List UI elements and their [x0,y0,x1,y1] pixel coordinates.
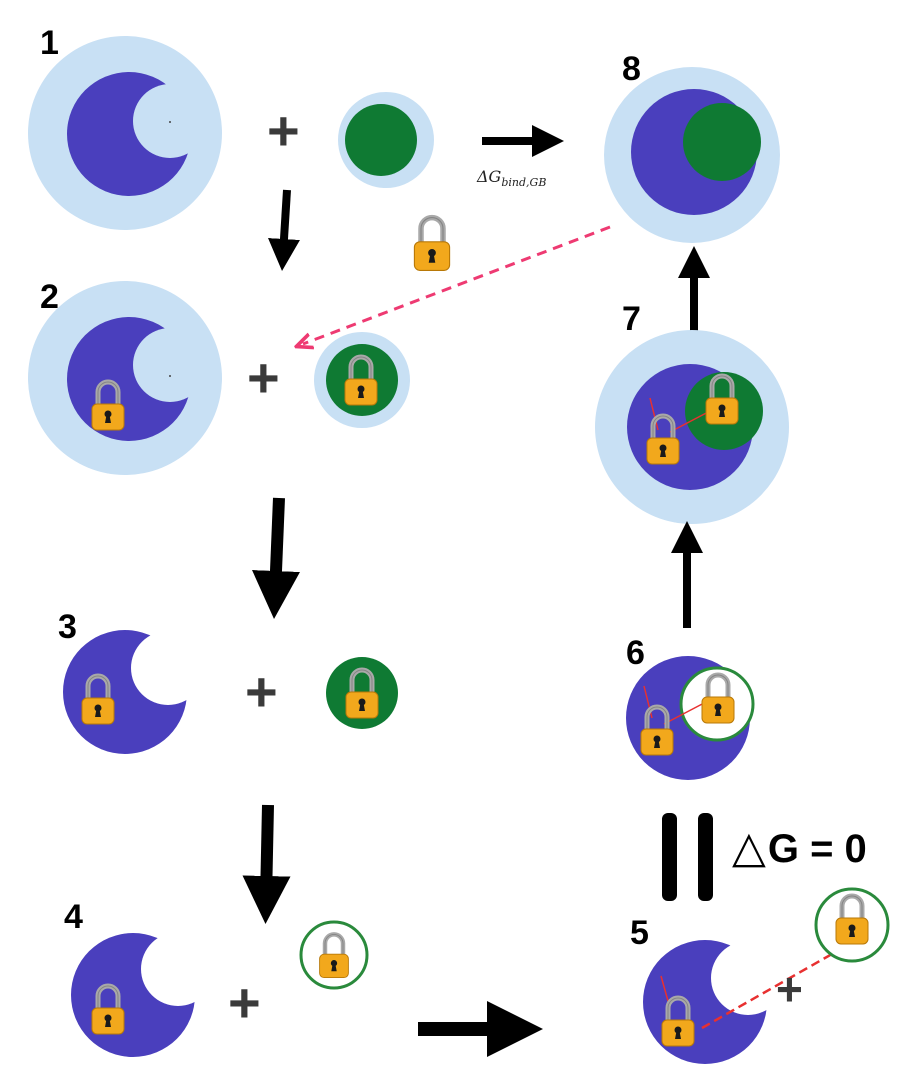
step-label-1: 1 [40,24,59,62]
step-label-2: 2 [40,278,59,316]
delta-g-zero-label: △G = 0 [732,822,867,873]
step-label-7: 7 [622,300,641,338]
plus-icon: + [267,99,300,162]
padlock-icon [414,218,449,271]
ligand-bound-8 [683,103,761,181]
empty-pocket-4 [141,932,215,1006]
arrow-icon [268,189,300,271]
equals-bar-right [698,813,713,901]
arrow-icon [242,804,291,924]
arrow-icon [252,497,300,619]
restraint-line [669,409,713,433]
step-label-5: 5 [630,914,649,952]
plus-icon: + [776,963,803,1015]
restraint-line [663,701,707,725]
cycle-closing-arrow [303,225,611,344]
plus-icon: + [228,971,261,1034]
step-label-4: 4 [64,898,83,936]
equals-bar-left [662,813,677,901]
delta-g-bind-label: ΔGbind,GB [476,167,546,189]
empty-pocket-3 [131,631,205,705]
restraint-dashed-line [701,952,833,1030]
step-label-3: 3 [58,608,77,646]
plus-icon: + [245,660,278,723]
step-label-8: 8 [622,50,641,88]
binding-pocket-2 [133,328,207,402]
restraint-line [649,397,659,431]
empty-pocket-5 [711,941,785,1015]
ligand-1 [345,104,417,176]
plus-icon: + [247,346,280,409]
step-label-6: 6 [626,634,645,672]
